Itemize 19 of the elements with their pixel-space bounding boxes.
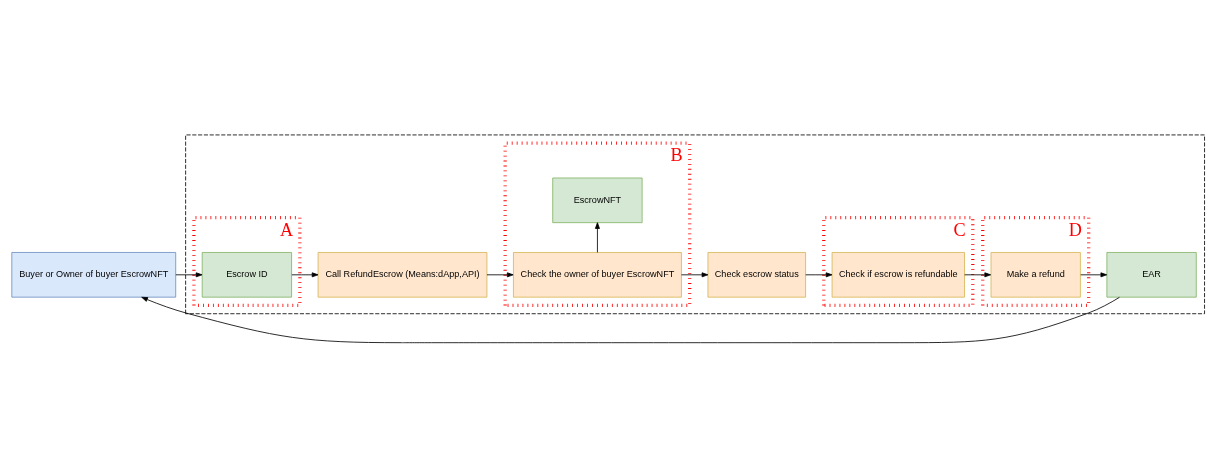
- node-box: Buyer or Owner of buyer EscrowNFT: [11, 251, 177, 298]
- cluster: [185, 134, 1205, 314]
- arrow: [1080, 271, 1108, 277]
- node-box: Call RefundEscrow (Means:dApp,API): [317, 251, 488, 298]
- node-box: EscrowNFT: [552, 177, 643, 223]
- node-box: Check the owner of buyer EscrowNFT: [513, 251, 682, 298]
- node-box: Escrow ID: [201, 251, 292, 298]
- arrow: [291, 271, 319, 277]
- arrow: [681, 271, 709, 277]
- arrow: [486, 271, 514, 277]
- arrow: [141, 296, 1120, 343]
- node-box: EAR: [1106, 251, 1197, 298]
- node-box: Make a refund: [990, 251, 1081, 298]
- node-box: Check if escrow is refundable: [831, 251, 965, 298]
- arrow: [805, 271, 833, 277]
- arrow: [175, 271, 203, 277]
- arrow: [595, 221, 600, 253]
- node-box: Check escrow status: [707, 251, 806, 298]
- arrow: [964, 271, 992, 277]
